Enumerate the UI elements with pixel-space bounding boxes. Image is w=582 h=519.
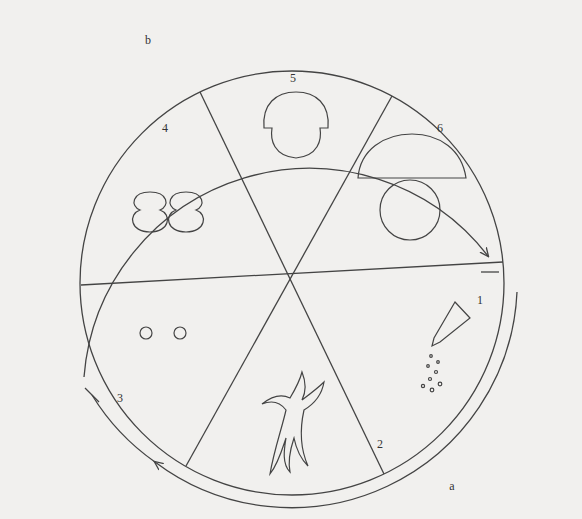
dividing-cell (169, 192, 204, 232)
sector-line (200, 92, 384, 474)
callout-number: a (449, 480, 454, 492)
cycle-circle (80, 71, 504, 495)
pipette-icon (421, 302, 470, 392)
sector-line (186, 96, 392, 466)
phase-arrow (92, 395, 155, 462)
budding-body (264, 92, 328, 158)
spore (140, 327, 152, 339)
callout-number: 2 (377, 438, 383, 450)
arrow-tick (481, 271, 499, 272)
cap-shape (358, 134, 466, 178)
phase-arrow (155, 292, 517, 508)
callout-number: 4 (162, 122, 168, 134)
dividing-cell (133, 192, 168, 232)
released-cell (380, 180, 440, 240)
phase-arrow (84, 168, 488, 377)
germinating-spore (262, 372, 324, 474)
spore (174, 327, 186, 339)
callout-number: 5 (290, 72, 296, 84)
callout-number: 3 (117, 392, 123, 404)
callout-number: 6 (437, 122, 443, 134)
callout-number: 1 (477, 294, 483, 306)
callout-number: b (145, 34, 151, 46)
arrow-tick (85, 388, 99, 402)
